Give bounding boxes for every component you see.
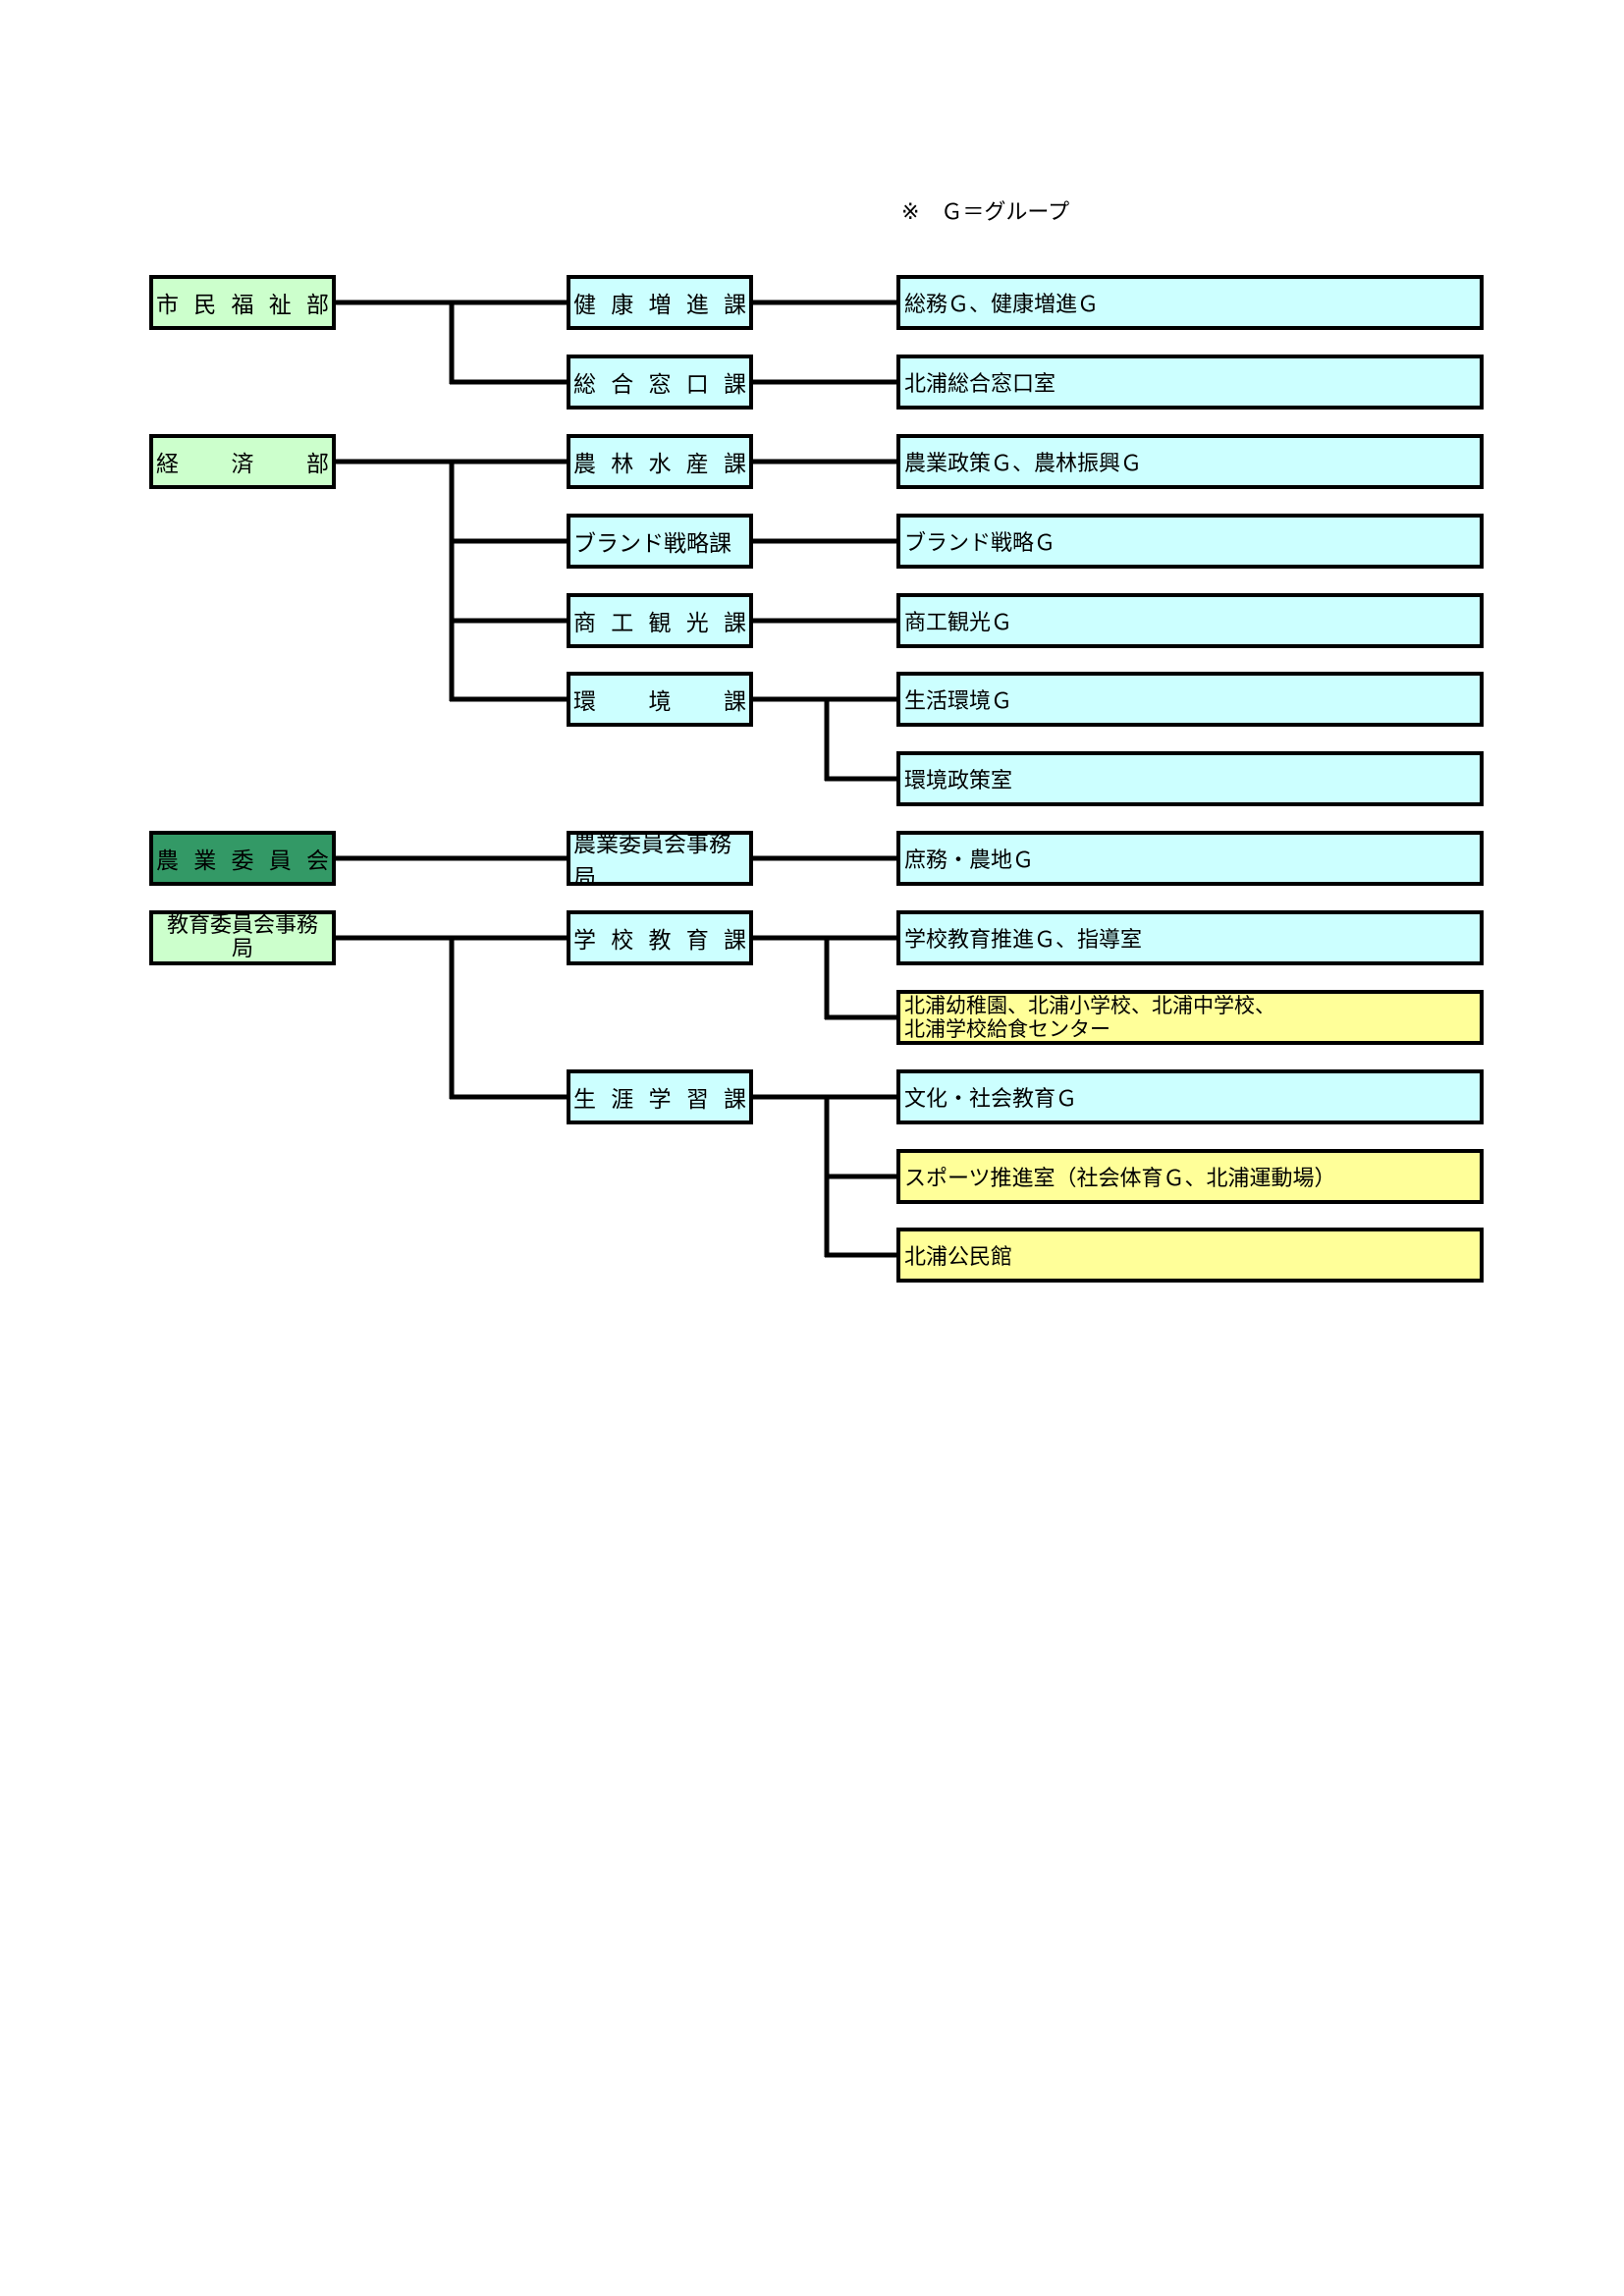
unit-box: 生活環境Ｇ — [896, 672, 1484, 727]
unit-box: 文化・社会教育Ｇ — [896, 1069, 1484, 1124]
dept-box-nogyo-iinkai: 農 業 委 員 会 — [149, 831, 336, 886]
unit-box-facilities: 北浦幼稚園、北浦小学校、北浦中学校、 北浦学校給食センター — [896, 990, 1484, 1045]
section-box-kankyo: 環 境 課 — [567, 672, 753, 727]
unit-box-kominkan: 北浦公民館 — [896, 1228, 1484, 1283]
unit-box: 総務Ｇ、健康増進Ｇ — [896, 275, 1484, 330]
unit-box: 環境政策室 — [896, 751, 1484, 806]
section-box-shoko-kanko: 商 工 観 光 課 — [567, 593, 753, 648]
legend-note: ※ Ｇ＝グループ — [901, 200, 1070, 225]
unit-box: 商工観光Ｇ — [896, 593, 1484, 648]
unit-box: 庶務・農地Ｇ — [896, 831, 1484, 886]
unit-box-sports: スポーツ推進室（社会体育Ｇ、北浦運動場） — [896, 1149, 1484, 1204]
unit-box: 学校教育推進Ｇ、指導室 — [896, 910, 1484, 965]
section-box-gakko-kyoiku: 学 校 教 育 課 — [567, 910, 753, 965]
section-box-norin-suisan: 農 林 水 産 課 — [567, 434, 753, 489]
unit-box: 農業政策Ｇ、農林振興Ｇ — [896, 434, 1484, 489]
dept-box-kyoiku-iinkai-jimukyoku: 教育委員会事務 局 — [149, 910, 336, 965]
dept-box-shimin-fukushi: 市 民 福 祉 部 — [149, 275, 336, 330]
unit-box: ブランド戦略Ｇ — [896, 514, 1484, 569]
section-box-shogai-gakushu: 生 涯 学 習 課 — [567, 1069, 753, 1124]
section-box-sogo-madoguchi: 総 合 窓 口 課 — [567, 355, 753, 410]
dept-box-keizai: 経 済 部 — [149, 434, 336, 489]
section-box-nogyo-iinkai-jimukyoku: 農業委員会事務局 — [567, 831, 753, 886]
section-box-brand-senryaku: ブランド戦略課 — [567, 514, 753, 569]
section-box-kenko-zoshin: 健 康 増 進 課 — [567, 275, 753, 330]
unit-box: 北浦総合窓口室 — [896, 355, 1484, 410]
